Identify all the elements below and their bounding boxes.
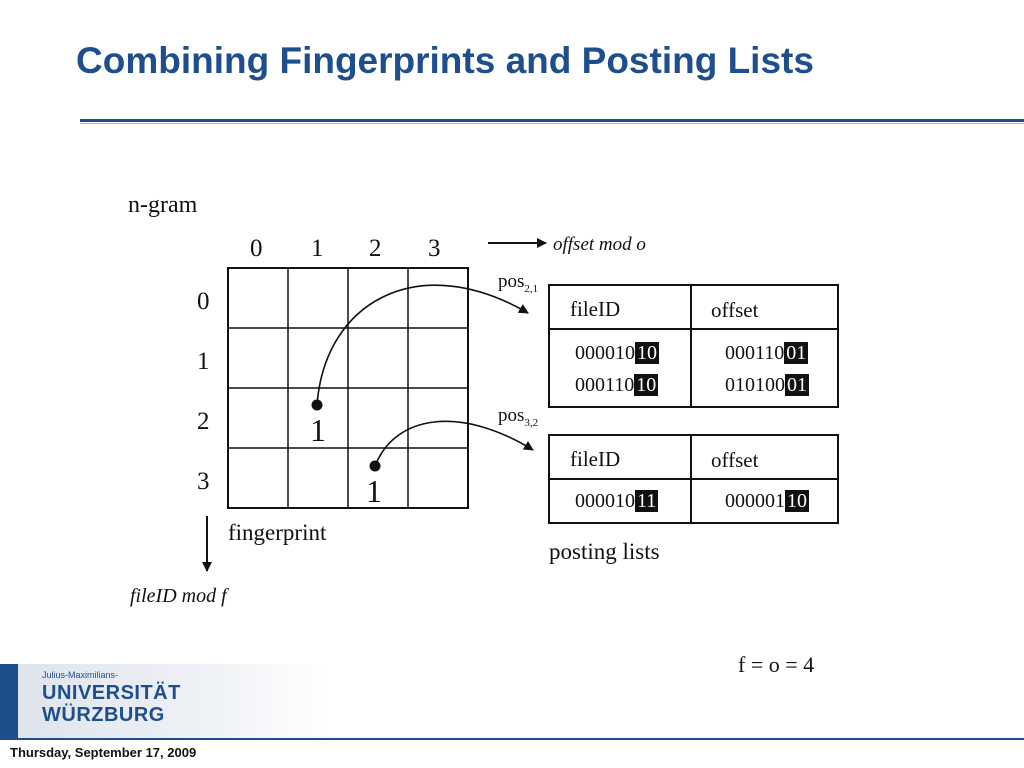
ngram-label: n-gram <box>128 192 198 218</box>
table-header-fileid: fileID <box>570 447 621 471</box>
posting-lists-label: posting lists <box>549 539 660 564</box>
column-header: 1 <box>311 235 324 262</box>
university-logo: Julius-Maximilians- UNIVERSITÄT WÜRZBURG <box>0 664 330 738</box>
pointer-curve <box>374 420 534 467</box>
row-header: 3 <box>197 468 210 495</box>
cell-value: 1 <box>310 412 326 448</box>
table-header-fileid: fileID <box>570 297 621 321</box>
posting-list-table <box>548 284 839 408</box>
row-header: 1 <box>197 348 210 375</box>
footer-rule <box>0 738 1024 740</box>
posting-list-table <box>548 434 839 524</box>
pos-label: pos2,1 <box>498 271 539 295</box>
row-header: 2 <box>197 408 210 435</box>
logo-line: UNIVERSITÄT <box>42 682 181 704</box>
row-header: 0 <box>197 288 210 315</box>
fingerprint-label: fingerprint <box>228 520 327 545</box>
table-header-offset: offset <box>711 298 759 322</box>
ngram-grid-lines <box>228 268 468 508</box>
pos-label: pos3,2 <box>498 405 539 429</box>
column-header: 2 <box>369 235 382 262</box>
title-underline-shadow <box>80 123 1024 124</box>
table-header-offset: offset <box>711 448 759 472</box>
logo-line: WÜRZBURG <box>42 704 165 726</box>
cell-value: 1 <box>366 473 382 509</box>
logo-line: Julius-Maximilians- <box>42 670 119 680</box>
column-header: 3 <box>428 235 441 262</box>
x-axis-label: offset mod o <box>553 234 646 255</box>
title-underline <box>80 119 1024 122</box>
formula: f = o = 4 <box>738 652 815 677</box>
logo-bar <box>0 664 18 738</box>
column-header: 0 <box>250 235 263 262</box>
slide-title: Combining Fingerprints and Posting Lists <box>76 40 814 81</box>
pointer-curve <box>316 284 529 406</box>
y-axis-label: fileID mod f <box>130 585 227 607</box>
slide-date: Thursday, September 17, 2009 <box>10 745 197 760</box>
